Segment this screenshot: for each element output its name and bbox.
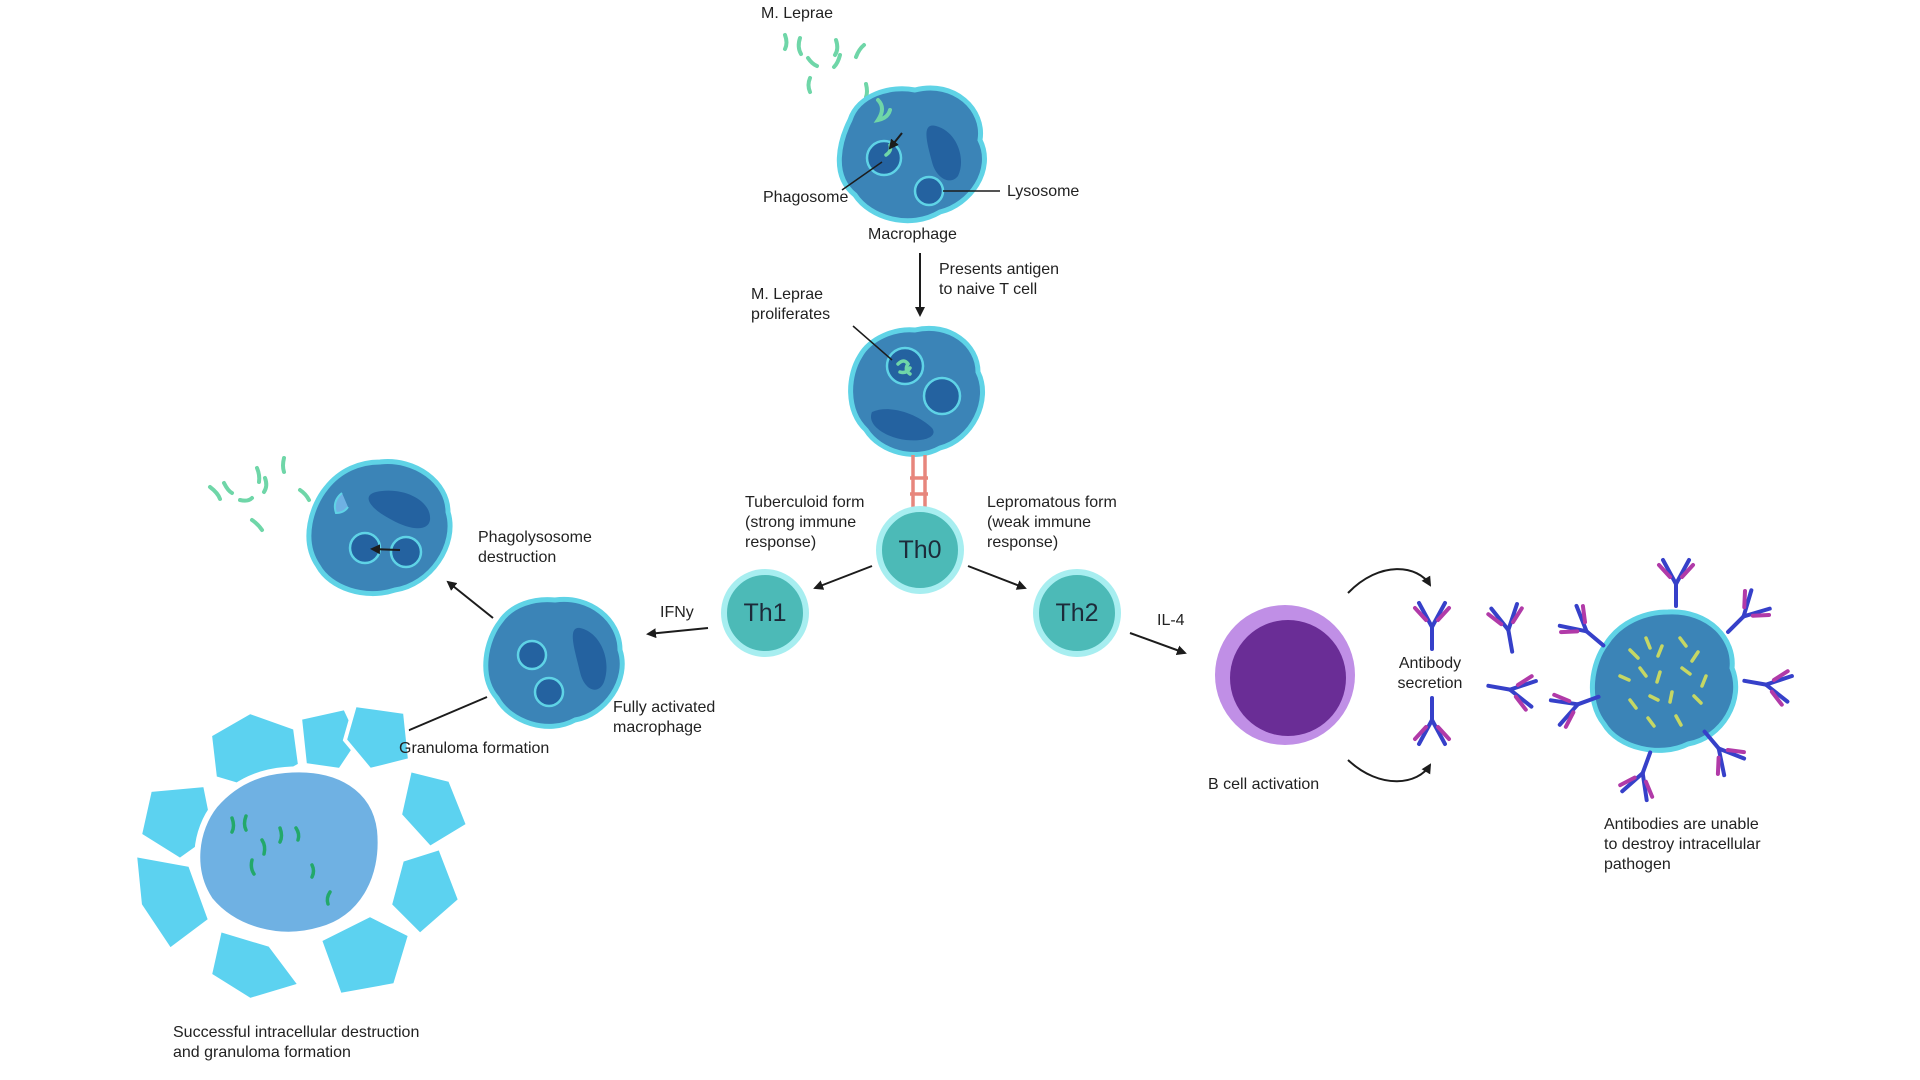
infected-cell-target [1589,609,1739,753]
bacteria-cluster-left [208,456,311,532]
label-lepromatous: Lepromatous form (weak immune response) [987,494,1117,551]
label-fully-activated: Fully activated macrophage [613,699,716,736]
label-ifny: IFNy [660,604,694,621]
arrow-to-phagolysosome [446,580,494,619]
arrow-th1-macrophage [646,627,709,639]
granuloma [132,702,471,1003]
antibody [1657,558,1695,608]
label-th0: Th0 [898,536,942,564]
label-antibody-secretion: Antibody secretion [1397,655,1463,692]
label-tuberculoid: Tuberculoid form (strong immune response… [745,494,865,551]
label-macrophage: Macrophage [868,226,957,243]
label-unable: Antibodies are unable to destroy intrace… [1604,816,1761,873]
proliferates-pointer [852,325,893,361]
label-th2: Th2 [1055,599,1099,627]
phagosome-pointer [841,161,883,191]
macrophage-infected [848,326,985,457]
antibody [1483,667,1539,713]
label-presents-antigen: Presents antigen to naive T cell [939,261,1060,298]
bacteria-cluster-top [783,33,869,99]
label-phagolysosome: Phagolysosome destruction [478,529,592,566]
label-m-leprae: M. Leprae [761,5,834,22]
label-proliferates: M. Leprae proliferates [751,286,831,323]
th0-cell [876,506,964,594]
antibody [1413,601,1451,651]
arrow-th2-bcell [1129,632,1187,655]
arrow-th0-th2 [967,565,1027,590]
engulf-arrow [888,132,903,150]
phagolysosome-macrophage [306,459,453,596]
antibody [1739,662,1795,708]
label-lysosome: Lysosome [1007,183,1080,200]
label-successful: Successful intracellular destruction and… [173,1024,420,1061]
th1-cell [721,569,809,657]
activated-macrophage [483,596,625,729]
antibody [1413,696,1451,746]
tcell-receptor [910,455,928,508]
phagolysosome-merge-arrow [370,544,401,555]
arrow-th0-th1 [813,565,873,590]
b-cell-nucleus [1230,620,1346,736]
label-th1: Th1 [743,599,787,627]
label-b-cell: B cell activation [1208,776,1320,793]
arrow-secretion-lower [1347,759,1432,783]
antibody [1485,601,1531,657]
antibody [1616,744,1669,804]
label-granuloma: Granuloma formation [399,740,550,757]
label-il4: IL-4 [1157,612,1185,629]
arrow-secretion-upper [1347,568,1432,594]
label-phagosome: Phagosome [763,189,849,206]
th2-cell [1033,569,1121,657]
macrophage-top [836,85,987,224]
